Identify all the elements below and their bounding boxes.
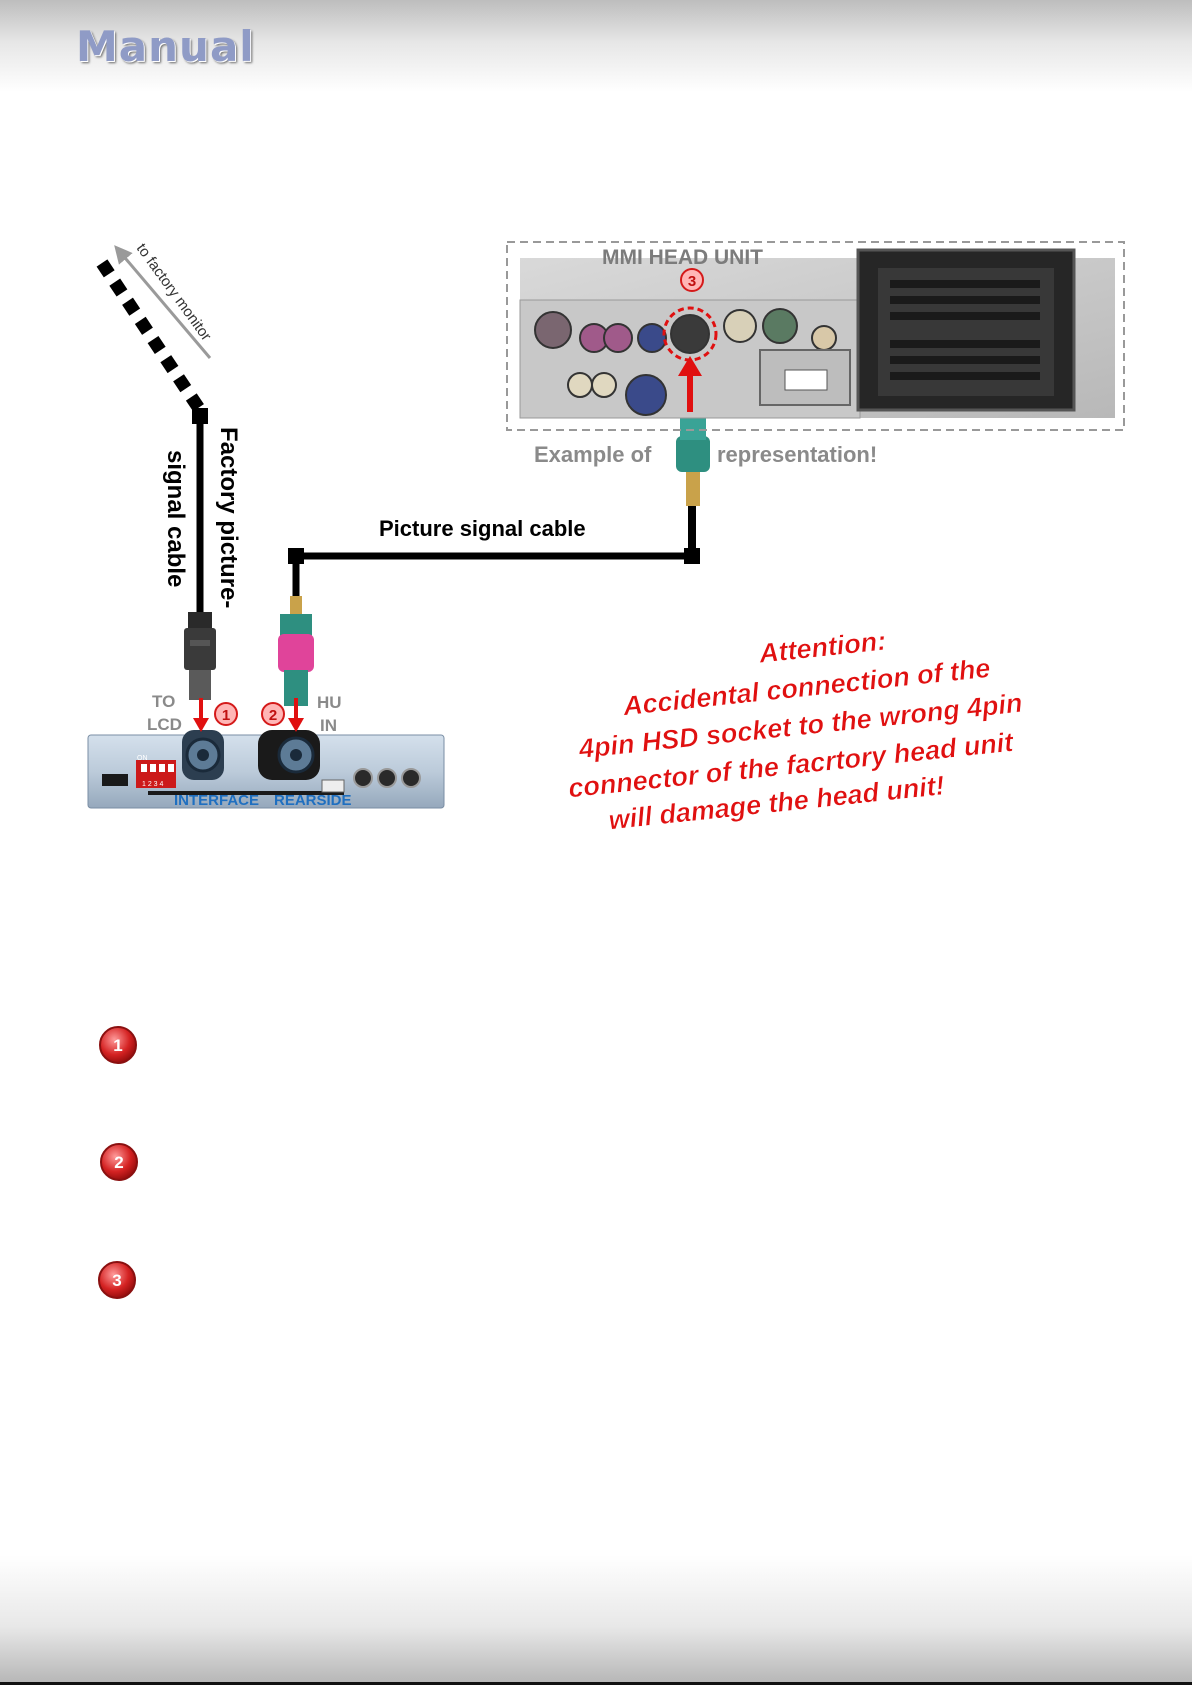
step-marker-1-number: 1 [113, 1036, 122, 1055]
step-marker-3-number: 3 [112, 1271, 121, 1290]
rearside-label: REARSIDE [274, 792, 352, 809]
interface-module [87, 730, 445, 809]
mmi-head-unit-title: MMI HEAD UNIT [602, 246, 763, 269]
marker-2-diagram [261, 702, 285, 726]
mmi-head-unit [506, 241, 1125, 431]
marker-1-diagram [214, 702, 238, 726]
connection-arrow-1 [193, 698, 209, 732]
picture-signal-cable [278, 418, 710, 706]
example-of-label: Example of [534, 442, 652, 467]
factory-monitor-cable-dotted [96, 259, 206, 414]
marker-1-diagram-number: 1 [222, 707, 230, 724]
connection-arrow-2 [288, 698, 304, 732]
factory-cable-label-line2: signal cable [162, 450, 189, 587]
page-header: Manual [0, 0, 1192, 92]
to-lcd-label-line2: LCD [147, 715, 182, 734]
step-marker-2 [100, 1143, 138, 1181]
factory-picture-signal-cable [184, 408, 216, 700]
marker-3-top [680, 268, 704, 292]
step-marker-3 [98, 1261, 136, 1299]
factory-cable-label-line1: Factory picture- [215, 427, 242, 608]
marker-3-top-number: 3 [688, 273, 696, 290]
step-marker-2-number: 2 [114, 1153, 123, 1172]
step-marker-1 [99, 1026, 137, 1064]
attention-title: Attention: [757, 626, 888, 669]
footer-divider [0, 1682, 1192, 1685]
to-lcd-label-line1: TO [152, 692, 175, 711]
interface-label: INTERFACE [174, 792, 259, 809]
to-factory-monitor-arrow [114, 245, 212, 359]
picture-signal-cable-label: Picture signal cable [379, 516, 586, 541]
page-footer [0, 1555, 1192, 1685]
dip-switch-on-label: ON [137, 755, 148, 762]
attention-warning: Attention: Accidental connection of the … [567, 625, 1024, 835]
hu-in-label-line2: IN [320, 716, 337, 735]
dip-switch-numbers: 1 2 3 4 [142, 781, 164, 788]
marker-2-diagram-number: 2 [269, 707, 277, 724]
manual-title: Manual [76, 22, 255, 71]
hu-in-label-line1: HU [317, 693, 342, 712]
representation-label: representation! [717, 442, 877, 467]
